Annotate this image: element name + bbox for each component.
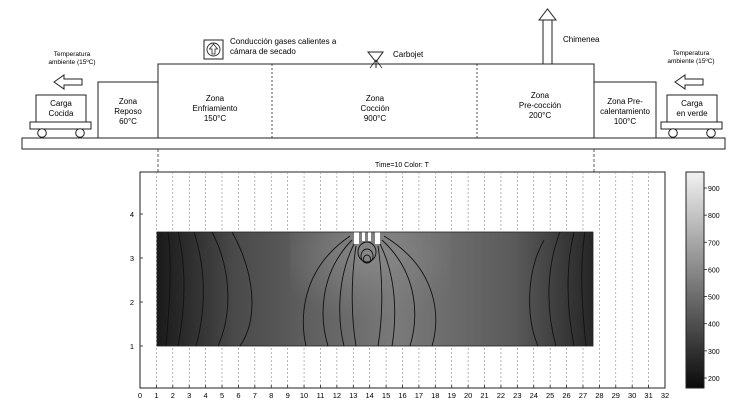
kiln-rail bbox=[21, 137, 726, 150]
x-tick-label: 8 bbox=[269, 391, 273, 400]
colorbar-ticks: 900 800 700 600 500 400 300 200 bbox=[704, 186, 720, 383]
x-tick-label: 16 bbox=[398, 391, 406, 400]
x-tick-label: 10 bbox=[300, 391, 308, 400]
x-tick-label: 21 bbox=[480, 391, 488, 400]
zone-precalentamiento-temp: 100°C bbox=[614, 117, 637, 126]
contour-lines bbox=[165, 231, 587, 347]
x-tick-label: 15 bbox=[382, 391, 390, 400]
right-ambient-line2: ambiente (15ºC) bbox=[667, 58, 714, 65]
y-tick-label: 3 bbox=[130, 254, 134, 263]
x-tick-label: 14 bbox=[366, 391, 374, 400]
left-ambient-line1: Temperatura bbox=[54, 51, 91, 58]
temperature-field bbox=[156, 231, 594, 347]
zone-reposo-line1: Zona bbox=[119, 97, 138, 106]
cart-left-wheel-icon bbox=[37, 128, 47, 138]
x-tick-label: 5 bbox=[220, 391, 224, 400]
cart-left-line2: Cocida bbox=[49, 109, 74, 118]
y-tick-label: 4 bbox=[130, 210, 134, 219]
x-tick-label: 13 bbox=[349, 391, 357, 400]
plot-title: Time=10 Color: T bbox=[375, 162, 430, 169]
colorbar-tick-label: 500 bbox=[708, 295, 720, 302]
zone-precoccion-line2: Pre-cocción bbox=[519, 101, 561, 110]
x-tick-label: 3 bbox=[187, 391, 191, 400]
x-tick-label: 2 bbox=[171, 391, 175, 400]
zone-coccion-line1: Zona bbox=[366, 94, 385, 103]
right-ambient-line1: Temperatura bbox=[673, 50, 710, 57]
cart-right-line1: Carga bbox=[681, 99, 703, 108]
colorbar-tick-label: 300 bbox=[708, 349, 720, 356]
left-ambient-line2: ambiente (15ºC) bbox=[48, 59, 95, 66]
x-tick-label: 29 bbox=[612, 391, 620, 400]
colorbar bbox=[685, 171, 705, 389]
x-tick-label: 4 bbox=[204, 391, 208, 400]
cart-left-line1: Carga bbox=[50, 99, 72, 108]
hot-gas-label-line2: cámara de secado bbox=[230, 47, 296, 56]
colorbar-tick-label: 400 bbox=[708, 322, 720, 329]
kiln-zone-precalentamiento-box bbox=[593, 81, 657, 139]
cart-left-wheel-icon bbox=[75, 128, 85, 138]
zone-reposo-line2: Reposo bbox=[114, 107, 142, 116]
cart-right-wheel-icon bbox=[706, 128, 716, 138]
x-tick-label: 20 bbox=[464, 391, 472, 400]
x-tick-label: 7 bbox=[253, 391, 257, 400]
zone-enfriamiento-temp: 150°C bbox=[204, 114, 227, 123]
hot-gas-label-line1: Conducción gases calientes a bbox=[230, 37, 337, 46]
cart-right-line2: en verde bbox=[676, 109, 708, 118]
x-tick-label: 18 bbox=[431, 391, 439, 400]
x-tick-label: 23 bbox=[513, 391, 521, 400]
chimney-icon bbox=[537, 8, 558, 65]
zone-reposo-temp: 60°C bbox=[119, 117, 137, 126]
colorbar-tick-label: 600 bbox=[708, 267, 720, 274]
x-tick-label: 11 bbox=[317, 391, 325, 400]
zone-precoccion-temp: 200°C bbox=[529, 111, 552, 120]
colorbar-tick-label: 700 bbox=[708, 240, 720, 247]
burner-icon bbox=[366, 51, 384, 69]
x-tick-label: 30 bbox=[628, 391, 636, 400]
contour-plot: Time=10 Color: T bbox=[130, 162, 720, 400]
x-tick-label: 27 bbox=[579, 391, 587, 400]
zone-precalentamiento-line2: calentamiento bbox=[600, 107, 650, 116]
x-tick-label: 24 bbox=[530, 391, 538, 400]
y-tick-label: 2 bbox=[130, 298, 134, 307]
x-tick-label: 22 bbox=[497, 391, 505, 400]
chimney-label: Chimenea bbox=[563, 35, 600, 44]
x-tick-label: 0 bbox=[138, 391, 142, 400]
x-tick-label: 12 bbox=[333, 391, 341, 400]
x-tick-label: 28 bbox=[595, 391, 603, 400]
cart-right-wheel-icon bbox=[668, 128, 678, 138]
kiln-main-body bbox=[157, 63, 595, 139]
zone-precalentamiento-line1: Zona Pre- bbox=[607, 97, 643, 106]
burner-label: Carbojet bbox=[393, 50, 424, 59]
y-tick-label: 1 bbox=[130, 342, 134, 351]
x-tick-label: 9 bbox=[286, 391, 290, 400]
zone-coccion-line2: Cocción bbox=[361, 104, 390, 113]
kiln-zone-reposo-box bbox=[97, 81, 159, 139]
zone-coccion-temp: 900°C bbox=[364, 114, 387, 123]
cart-left bbox=[29, 94, 92, 138]
y-axis: 1 2 3 4 bbox=[130, 210, 143, 351]
cart-right bbox=[660, 94, 723, 138]
kiln-schematic: Zona Reposo 60°C Zona Enfriamiento 150°C… bbox=[21, 8, 726, 172]
zone-enfriamiento-line2: Enfriamiento bbox=[193, 104, 238, 113]
zone-enfriamiento-line1: Zona bbox=[206, 94, 225, 103]
x-tick-label: 32 bbox=[661, 391, 669, 400]
x-tick-label: 1 bbox=[154, 391, 158, 400]
x-tick-label: 6 bbox=[236, 391, 240, 400]
colorbar-tick-label: 900 bbox=[708, 186, 720, 193]
colorbar-tick-label: 800 bbox=[708, 213, 720, 220]
x-tick-label: 19 bbox=[448, 391, 456, 400]
right-arrow-icon bbox=[674, 74, 704, 90]
x-tick-label: 31 bbox=[644, 391, 652, 400]
x-tick-label: 26 bbox=[562, 391, 570, 400]
colorbar-tick-label: 200 bbox=[708, 376, 720, 383]
zone-precoccion-line1: Zona bbox=[531, 91, 550, 100]
x-tick-label: 25 bbox=[546, 391, 554, 400]
hot-gas-duct-icon bbox=[203, 39, 224, 60]
x-tick-label: 17 bbox=[415, 391, 423, 400]
left-arrow-icon bbox=[53, 74, 83, 90]
